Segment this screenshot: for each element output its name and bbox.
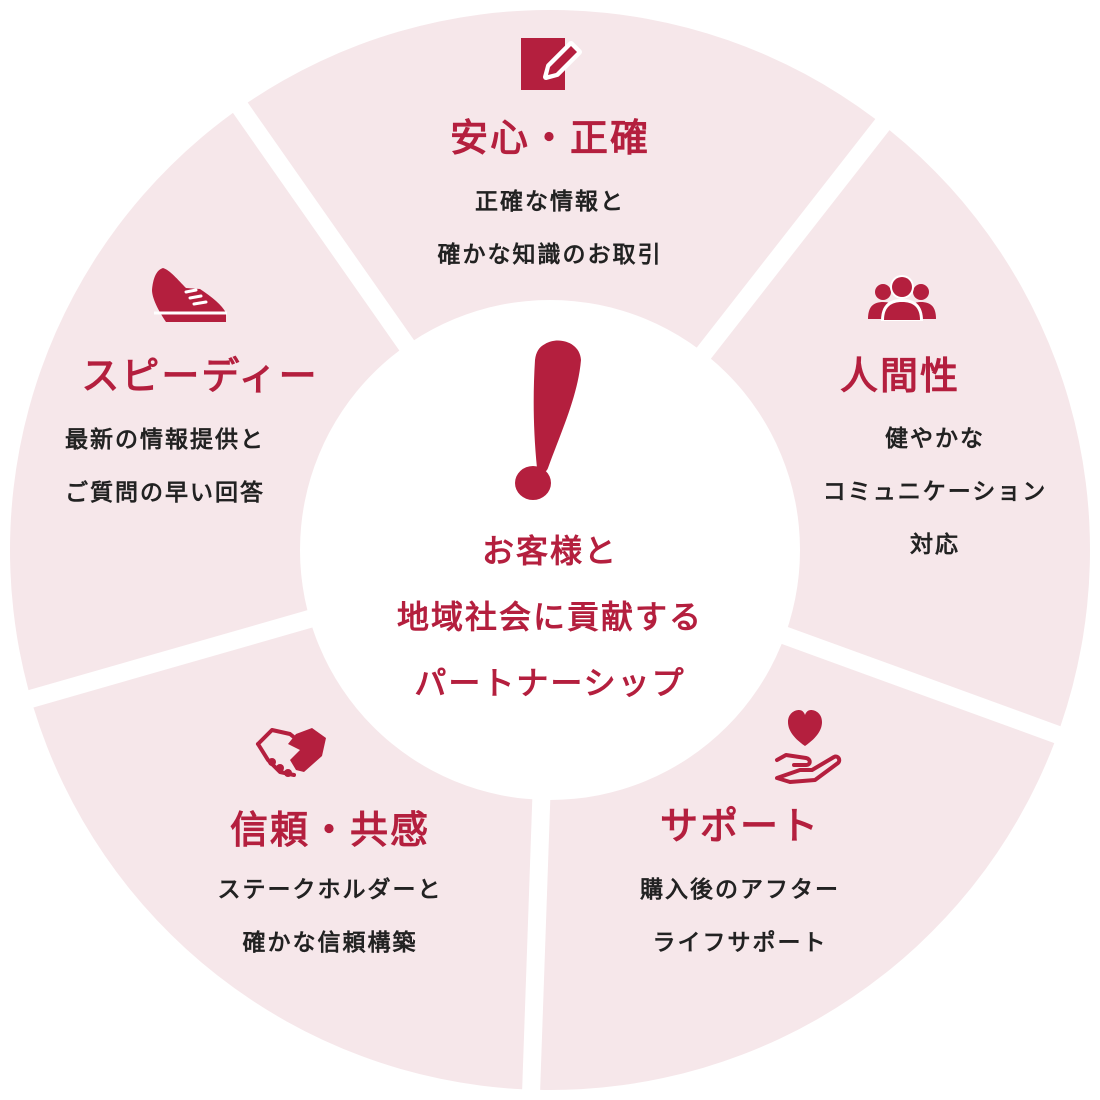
segment-desc-trust: ステークホルダーと 確かな信頼構築 xyxy=(160,864,500,970)
segment-title-accuracy: 安心・正確 xyxy=(449,116,650,160)
segment-title-humanity: 人間性 xyxy=(839,354,960,398)
segment-desc-line: 対応 xyxy=(910,532,960,558)
people-group-icon xyxy=(868,275,936,321)
segment-desc-line: 確かな知識のお取引 xyxy=(437,242,663,268)
handshake-icon xyxy=(256,728,326,777)
segment-desc-humanity: 健やかな コミュニケーション 対応 xyxy=(790,413,1080,572)
segment-desc-line: 健やかな xyxy=(885,426,985,452)
segment-desc-line: 正確な情報と xyxy=(475,189,625,215)
center-circle xyxy=(300,300,800,800)
pencil-note-icon xyxy=(521,38,582,90)
segment-desc-line: コミュニケーション xyxy=(822,479,1048,505)
segment-title-speedy: スピーディー xyxy=(81,354,319,398)
segment-desc-accuracy: 正確な情報と 確かな知識のお取引 xyxy=(380,176,720,282)
exclamation-icon xyxy=(515,340,581,500)
sneaker-icon xyxy=(152,268,227,322)
segment-desc-line: 確かな信頼構築 xyxy=(242,930,418,956)
segment-title-trust: 信頼・共感 xyxy=(229,808,430,852)
segment-desc-line: 購入後のアフター xyxy=(640,877,840,903)
segment-desc-support: 購入後のアフター ライフサポート xyxy=(590,864,890,970)
segment-desc-line: 最新の情報提供と xyxy=(65,427,265,453)
center-line: 地域社会に貢献する xyxy=(396,598,703,636)
segment-desc-line: ライフサポート xyxy=(652,930,828,956)
segment-desc-speedy: 最新の情報提供と ご質問の早い回答 xyxy=(20,414,310,520)
segment-title-support: サポート xyxy=(659,804,820,848)
segment-accuracy xyxy=(247,9,876,535)
center-line: パートナーシップ xyxy=(414,664,686,702)
center-message: お客様と 地域社会に貢献する パートナーシップ xyxy=(350,518,750,716)
center-line: お客様と xyxy=(481,532,618,570)
segment-desc-line: ステークホルダーと xyxy=(217,877,443,903)
segment-desc-line: ご質問の早い回答 xyxy=(65,480,265,506)
heart-in-hand-icon xyxy=(775,710,842,784)
